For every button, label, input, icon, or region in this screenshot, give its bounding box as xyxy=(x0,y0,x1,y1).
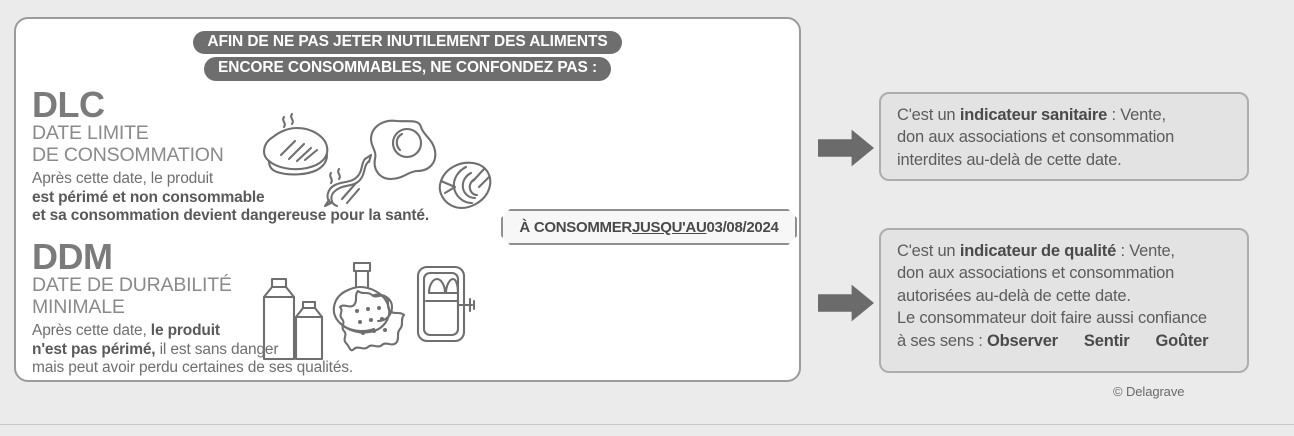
qualite-prefix: C'est un xyxy=(897,242,960,260)
dlc-acronym: DLC xyxy=(32,84,105,125)
dlc-expansion-line1: DATE LIMITE xyxy=(32,122,149,144)
ddm-detail: Après cette date, le produit n'est pas p… xyxy=(32,322,472,379)
dlc-detail: Après cette date, le produit est périmé … xyxy=(32,170,472,227)
qualite-line2: don aux associations et consommation xyxy=(897,264,1175,283)
qualite-senses-line: à ses sens : Observer Sentir Goûter xyxy=(897,330,1233,352)
sense-sentir: Sentir xyxy=(1083,331,1130,350)
dlc-date-label-box: À CONSOMMER JUSQU'AU 03/08/2024 xyxy=(501,209,797,245)
sanitaire-prefix: C'est un xyxy=(897,106,960,124)
sense-gouter: Goûter xyxy=(1155,331,1209,350)
ddm-detail-line1-bold: le produit xyxy=(150,321,220,339)
qualite-line4: Le consommateur doit faire aussi confian… xyxy=(897,309,1207,328)
section-dlc: DLC DATE LIMITE DE CONSOMMATION Après ce… xyxy=(16,87,799,239)
header-pill-line2: ENCORE CONSOMMABLES, NE CONFONDEZ PAS : xyxy=(203,57,612,81)
dlc-detail-line3: et sa consommation devient dangereuse po… xyxy=(32,207,430,225)
header-banner: AFIN DE NE PAS JETER INUTILEMENT DES ALI… xyxy=(16,31,799,81)
ddm-expansion-line1: DATE DE DURABILITÉ xyxy=(32,274,232,296)
ddm-detail-line2-plain: il est sans danger xyxy=(155,340,279,358)
sanitaire-line3: interdites au-delà de cette date. xyxy=(897,150,1122,169)
ddm-detail-line3: mais peut avoir perdu certaines de ses q… xyxy=(32,359,354,377)
dlc-date-suffix: 03/08/2024 xyxy=(706,218,779,236)
qualite-line3: autorisées au-delà de cette date. xyxy=(897,286,1131,305)
sanitaire-line1-suffix: : Vente, xyxy=(1107,106,1167,124)
main-info-panel: AFIN DE NE PAS JETER INUTILEMENT DES ALI… xyxy=(14,17,801,382)
dlc-date-underlined: JUSQU'AU xyxy=(631,218,707,236)
dlc-detail-line2: est périmé et non consommable xyxy=(32,188,265,206)
ddm-detail-line2-bold: n'est pas périmé, xyxy=(32,340,156,358)
ddm-expansion-line2: MINIMALE xyxy=(32,295,125,318)
qualite-bold: indicateur de qualité xyxy=(959,242,1117,260)
copyright-credit: © Delagrave xyxy=(1113,384,1185,399)
qualite-line1-suffix: : Vente, xyxy=(1116,242,1175,260)
panel-indicateur-qualite: C'est un indicateur de qualité : Vente, … xyxy=(879,228,1249,373)
dlc-text-block: DLC DATE LIMITE DE CONSOMMATION Après ce… xyxy=(32,87,472,226)
section-ddm: DDM DATE DE DURABILITÉ MINIMALE Après ce… xyxy=(16,239,799,382)
dlc-expansion-line2: DE CONSOMMATION xyxy=(32,143,224,166)
sanitaire-line2: don aux associations et consommation xyxy=(897,128,1175,147)
dlc-date-prefix: À CONSOMMER xyxy=(519,218,632,236)
bottom-divider xyxy=(0,424,1294,425)
header-pill-line1: AFIN DE NE PAS JETER INUTILEMENT DES ALI… xyxy=(193,31,622,55)
ddm-acronym: DDM xyxy=(32,236,113,277)
sense-observer: Observer xyxy=(987,331,1058,350)
panel-indicateur-sanitaire: C'est un indicateur sanitaire : Vente, d… xyxy=(879,92,1249,181)
sanitaire-bold: indicateur sanitaire xyxy=(959,106,1108,124)
arrow-right-icon-ddm xyxy=(818,284,874,322)
ddm-text-block: DDM DATE DE DURABILITÉ MINIMALE Après ce… xyxy=(32,239,472,378)
qualite-senses-prefix: à ses sens : xyxy=(897,331,988,350)
ddm-detail-line1-plain: Après cette date, xyxy=(32,321,151,339)
dlc-detail-line1: Après cette date, le produit xyxy=(32,169,214,187)
arrow-right-icon-dlc xyxy=(818,129,874,167)
